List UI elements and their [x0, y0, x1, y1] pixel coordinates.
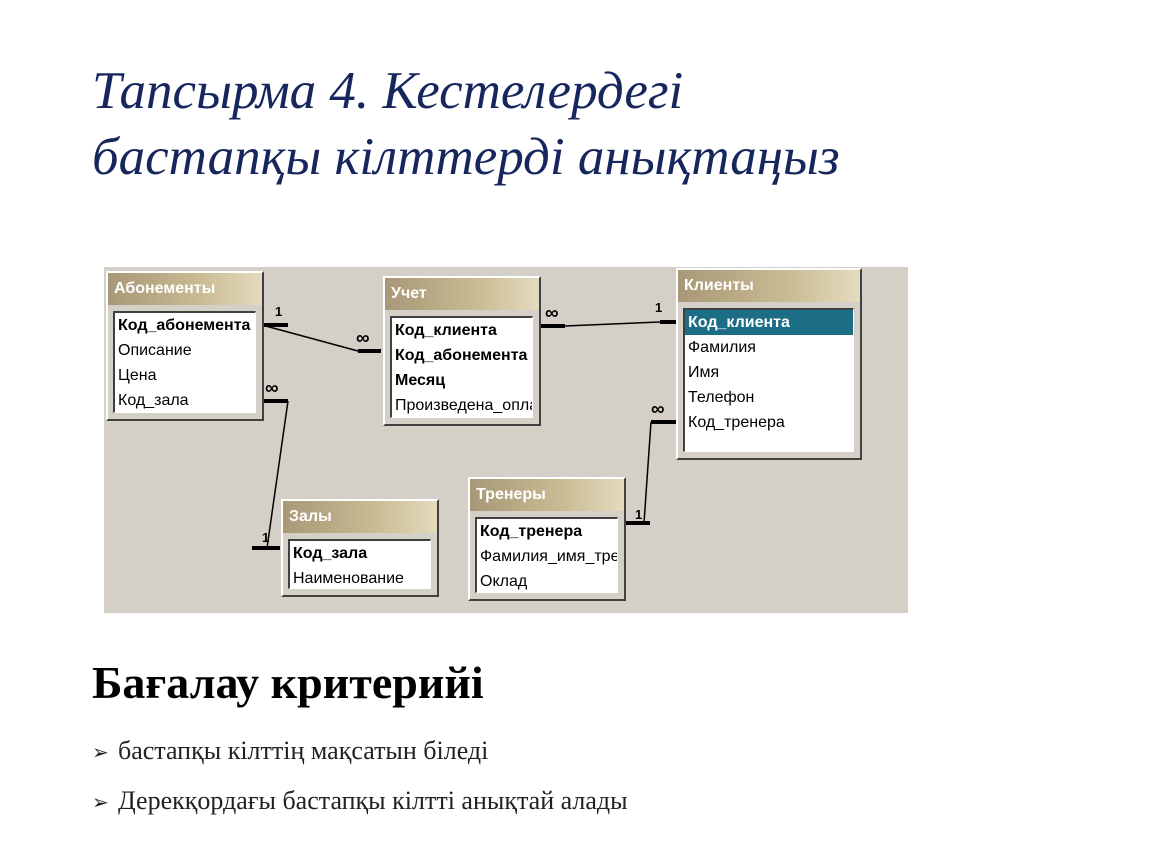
rel-abonementy-zaly: [266, 400, 289, 549]
field-familiya-imya-trenera[interactable]: Фамилия_имя_тренера: [480, 548, 617, 565]
bullet-arrow-icon: ➢: [92, 790, 109, 814]
relationship-lines: [252, 320, 683, 550]
field-kod-klienta[interactable]: Код_клиента: [395, 322, 497, 339]
table-uchet-title: Учет: [385, 278, 539, 310]
slide-title-line-2: бастапқы кілттерді анықтаңыз: [92, 128, 840, 186]
field-opisanie[interactable]: Описание: [118, 342, 192, 359]
field-kod-trenera[interactable]: Код_тренера: [480, 523, 583, 540]
bullet-arrow-icon: ➢: [92, 740, 109, 764]
field-kod-zala[interactable]: Код_зала: [118, 392, 189, 409]
field-telefon[interactable]: Телефон: [688, 389, 755, 406]
card-uchet-many: ∞: [356, 328, 369, 349]
criteria-item-2-text: Дерекқордағы бастапқы кілтті анықтай ала…: [118, 786, 628, 815]
card-klienty-trenery-many: ∞: [651, 399, 664, 420]
table-zaly-title: Залы: [283, 501, 437, 533]
table-trenery[interactable]: Тренеры Код_тренера Фамилия_имя_тренера …: [468, 477, 626, 601]
field-kod-zala[interactable]: Код_зала: [293, 545, 368, 562]
card-trenery-one: 1: [635, 507, 643, 522]
criteria-item-2: ➢ Дерекқордағы бастапқы кілтті анықтай ал…: [92, 786, 628, 816]
field-kod-klienta-selected[interactable]: Код_клиента: [685, 310, 853, 335]
rel-uchet-klienty: [564, 321, 661, 327]
field-imya[interactable]: Имя: [688, 364, 720, 381]
table-zaly-fields: Код_зала Наименование: [288, 539, 431, 589]
field-proizvedena-oplata[interactable]: Произведена_оплата: [395, 397, 532, 414]
slide-title: Тапсырма 4. Кестелердегі бастапқы кілтте…: [92, 58, 1112, 190]
table-trenery-title: Тренеры: [470, 479, 624, 511]
table-zaly[interactable]: Залы Код_зала Наименование: [281, 499, 439, 597]
table-uchet-fields: Код_клиента Код_абонемента Месяц Произве…: [390, 316, 533, 418]
field-naimenovanie[interactable]: Наименование: [293, 570, 404, 587]
rel-abonementy-uchet: [261, 324, 359, 352]
field-oklad[interactable]: Оклад: [480, 573, 528, 590]
table-klienty-title: Клиенты: [678, 270, 860, 302]
rel-klienty-trenery: [643, 421, 652, 524]
card-uchet-klienty-many: ∞: [545, 303, 558, 324]
table-klienty[interactable]: Клиенты Код_клиента Фамилия Имя Телефон …: [676, 268, 862, 460]
criteria-item-1: ➢ бастапқы кілттің мақсатын біледі: [92, 736, 488, 766]
criteria-item-1-text: бастапқы кілттің мақсатын біледі: [118, 736, 489, 765]
table-trenery-fields: Код_тренера Фамилия_имя_тренера Оклад: [475, 517, 618, 593]
field-familiya[interactable]: Фамилия: [688, 339, 756, 356]
field-mesyac[interactable]: Месяц: [395, 372, 446, 389]
field-kod-trenera[interactable]: Код_тренера: [688, 414, 785, 431]
criteria-title: Бағалау критерийі: [92, 657, 484, 708]
field-kod-abonementa[interactable]: Код_абонемента: [395, 347, 528, 364]
table-abonementy-fields: Код_абонемента Описание Цена Код_зала: [113, 311, 256, 413]
field-cena[interactable]: Цена: [118, 367, 157, 384]
table-klienty-fields: Код_клиента Фамилия Имя Телефон Код_трен…: [683, 308, 854, 452]
table-abonementy-title: Абонементы: [108, 273, 262, 305]
card-abonementy-one: 1: [275, 304, 283, 319]
slide-title-line-1: Тапсырма 4. Кестелердегі: [92, 62, 684, 120]
card-klienty-one: 1: [655, 300, 663, 315]
relationship-diagram: 1 ∞ ∞ 1 ∞ 1 ∞ 1 Абонементы Код_абонемент…: [104, 267, 908, 613]
card-abonementy-zaly-many: ∞: [265, 378, 278, 399]
table-abonementy[interactable]: Абонементы Код_абонемента Описание Цена …: [106, 271, 264, 421]
table-uchet[interactable]: Учет Код_клиента Код_абонемента Месяц Пр…: [383, 276, 541, 426]
field-kod-abonementa[interactable]: Код_абонемента: [118, 317, 251, 334]
card-zaly-one: 1: [262, 530, 270, 545]
